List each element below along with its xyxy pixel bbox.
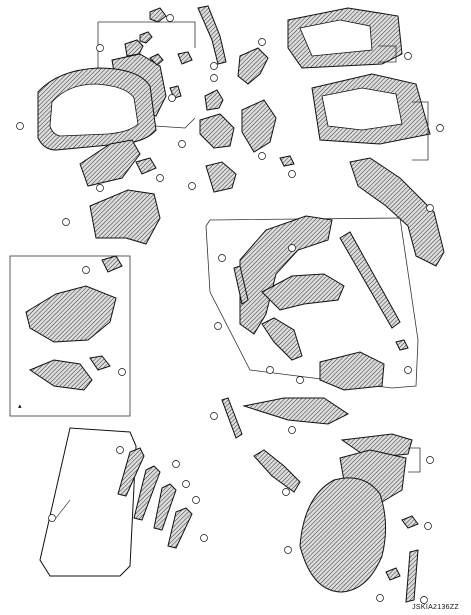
left-detail-inset: ▲ [9, 255, 131, 417]
gusset-a [237, 47, 269, 85]
quarter-outer [299, 477, 386, 593]
callout-marker [424, 522, 432, 530]
bracket-part-b [139, 31, 153, 44]
roof-rail-strip [197, 5, 227, 65]
hinge-bracket-a [177, 51, 193, 65]
bracket-part-d [149, 53, 164, 66]
bracket-part-a [124, 39, 144, 57]
callout-marker [182, 480, 190, 488]
callout-marker [48, 514, 56, 522]
sill-bracket [253, 449, 301, 493]
strip-2 [133, 465, 161, 521]
callout-marker [116, 446, 124, 454]
clip-h [401, 515, 419, 529]
callout-marker [420, 596, 428, 604]
callout-marker [426, 456, 434, 464]
callout-marker [282, 488, 290, 496]
gusset-b [204, 89, 224, 111]
clip-e [279, 155, 295, 167]
callout-marker [200, 534, 208, 542]
callout-marker [376, 594, 384, 602]
roof-panel-group [287, 7, 412, 69]
small-clip-top [149, 7, 167, 23]
callout-marker [188, 182, 196, 190]
lower-rail [242, 397, 349, 425]
callout-marker [156, 174, 164, 182]
strip-4 [167, 507, 193, 549]
callout-marker [288, 170, 296, 178]
callout-marker [166, 14, 174, 22]
side-panel-outer [311, 73, 444, 161]
bracket-f [205, 161, 237, 193]
callout-marker [96, 44, 104, 52]
view-arrow-icon: ▲ [18, 403, 22, 410]
side-bracket-d [241, 99, 277, 153]
lower-pillar-extension [221, 397, 243, 439]
callout-marker [168, 94, 176, 102]
rear-pillar-reinforcement [349, 157, 445, 267]
callout-marker [210, 74, 218, 82]
callout-marker [96, 184, 104, 192]
clip-i [385, 567, 401, 581]
back-door-outer [16, 67, 157, 151]
strip-3 [153, 483, 177, 531]
callout-marker [258, 152, 266, 160]
callout-marker [258, 38, 266, 46]
center-right-pillar-group [205, 215, 419, 391]
callout-marker [192, 496, 200, 504]
callout-marker [284, 546, 292, 554]
strip-1 [117, 447, 145, 497]
rear-wheelhouse-inner [89, 189, 161, 245]
callout-marker [426, 204, 434, 212]
small-bracket-g [135, 157, 157, 175]
callout-marker [210, 412, 218, 420]
callout-marker [178, 140, 186, 148]
callout-marker [172, 460, 180, 468]
figure-code: JSKIA2136ZZ [412, 604, 459, 611]
inner-panel-c [199, 113, 235, 149]
callout-marker [288, 426, 296, 434]
door-outer-panel [39, 427, 137, 577]
callout-marker [62, 218, 70, 226]
callout-marker [210, 62, 218, 70]
edge-strip [405, 549, 419, 603]
wheelhouse-extension [79, 139, 141, 187]
